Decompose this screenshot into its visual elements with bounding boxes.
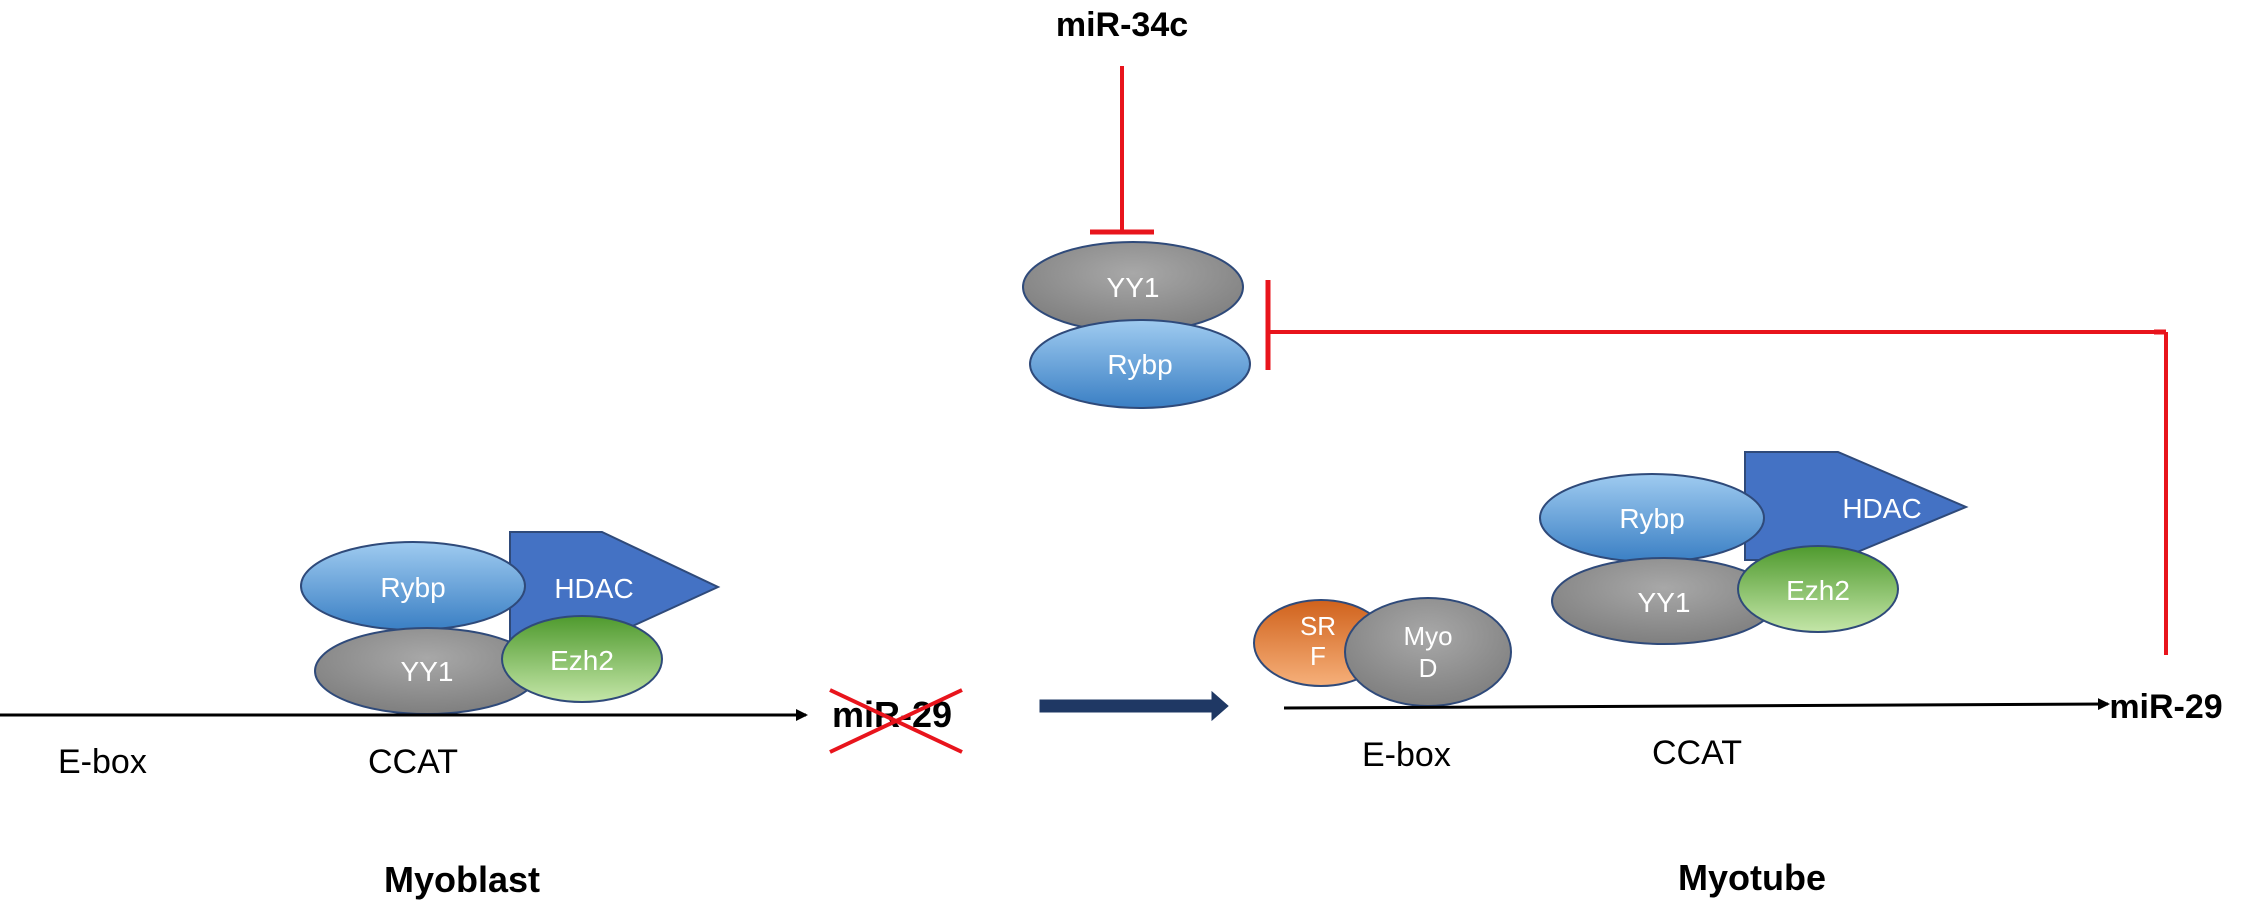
myotube-ebox-label: E-box [1362,736,1451,774]
myotube-caption: Myotube [1678,857,1826,898]
myotube-ezh2-label: Ezh2 [1786,575,1850,606]
myoblast-ebox-label: E-box [58,743,147,781]
myoblast-rybp-label: Rybp [380,572,445,603]
free-yy1-label: YY1 [1107,272,1160,303]
myotube-dna-arrow [1283,698,2110,711]
myotube-myod-label-line2: D [1419,653,1438,683]
myoblast-hdac-protein [509,531,721,641]
myotube-yy1-label: YY1 [1638,587,1691,618]
myotube-myod-label-line1: Myo [1403,621,1452,651]
myoblast-ezh2-protein [501,615,663,703]
mir34c-label: miR-34c [1056,6,1188,44]
myoblast-ezh2-label: Ezh2 [550,645,614,676]
myotube-ezh2-protein [1737,545,1899,633]
myotube-myod-protein [1344,597,1512,707]
myotube-rybp-label: Rybp [1619,503,1684,534]
myoblast-ccat-label: CCAT [368,743,458,781]
mir29-cross-line-b [829,688,963,754]
free-rybp-label: Rybp [1107,349,1172,380]
myotube-ccat-label: CCAT [1652,734,1742,772]
myotube-mir29-label: miR-29 [2109,688,2222,726]
myoblast-hdac-label: HDAC [554,573,633,604]
myoblast-caption: Myoblast [384,859,540,900]
myotube-hdac-label: HDAC [1842,493,1921,524]
myoblast-yy1-label: YY1 [401,656,454,687]
myotube-srf-label-line1: SR [1300,611,1336,641]
myotube-srf-label-line2: F [1310,641,1326,671]
transition-arrow [1039,690,1229,722]
free-rybp-protein [1029,319,1251,409]
